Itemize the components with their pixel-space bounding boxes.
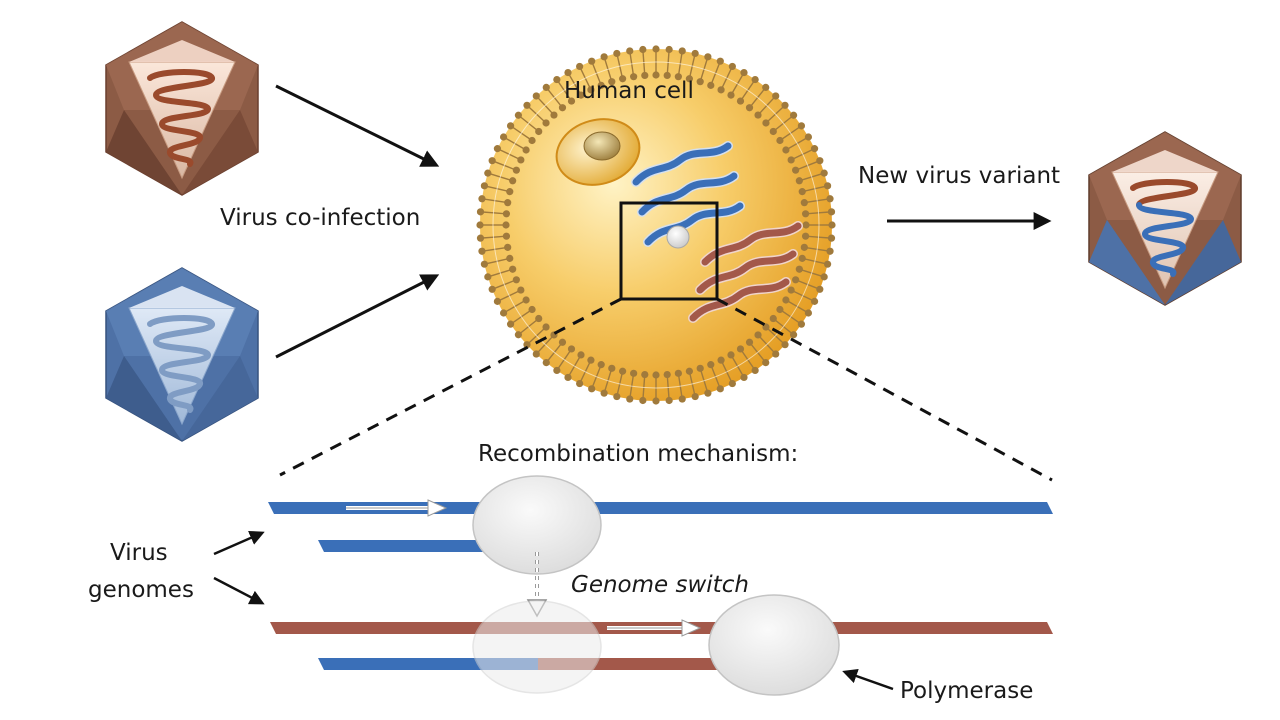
label-virus-genomes-line2: genomes xyxy=(88,577,194,603)
arrow-blue-to-cell xyxy=(275,274,440,359)
zoom-line-left xyxy=(279,297,622,477)
zoom-line-right xyxy=(716,297,1053,482)
label-human-cell: Human cell xyxy=(564,78,694,104)
nucleus-icon xyxy=(555,118,641,186)
arrow-brown-to-cell xyxy=(275,84,440,167)
arrow-genomes-bottom xyxy=(213,576,265,605)
polymerase-in-cell xyxy=(666,225,690,249)
polymerase-top xyxy=(472,475,602,575)
hybrid-virus-icon xyxy=(1088,131,1242,306)
brown-virus-icon xyxy=(105,21,259,196)
label-virus-coinfection: Virus co-infection xyxy=(220,205,420,231)
blue-virus-icon xyxy=(105,267,259,442)
polymerase-bottom xyxy=(708,594,840,696)
label-new-variant: New virus variant xyxy=(858,163,1060,189)
label-recombination-title: Recombination mechanism: xyxy=(478,441,798,467)
label-virus-genomes-line1: Virus xyxy=(110,540,168,566)
arrow-polymerase-label xyxy=(842,668,894,691)
blue-template-strand xyxy=(268,502,1053,514)
synthesis-arrow-top xyxy=(346,499,448,517)
label-polymerase: Polymerase xyxy=(900,678,1033,704)
blue-nascent-strand xyxy=(318,540,486,552)
polymerase-ghost xyxy=(472,600,602,694)
synthesis-arrow-bottom xyxy=(607,619,702,637)
label-genome-switch: Genome switch xyxy=(571,572,749,598)
cell-membrane xyxy=(476,45,836,405)
brown-rna-strands xyxy=(688,221,803,323)
zoom-box xyxy=(619,201,719,301)
arrow-genomes-top xyxy=(213,530,265,556)
